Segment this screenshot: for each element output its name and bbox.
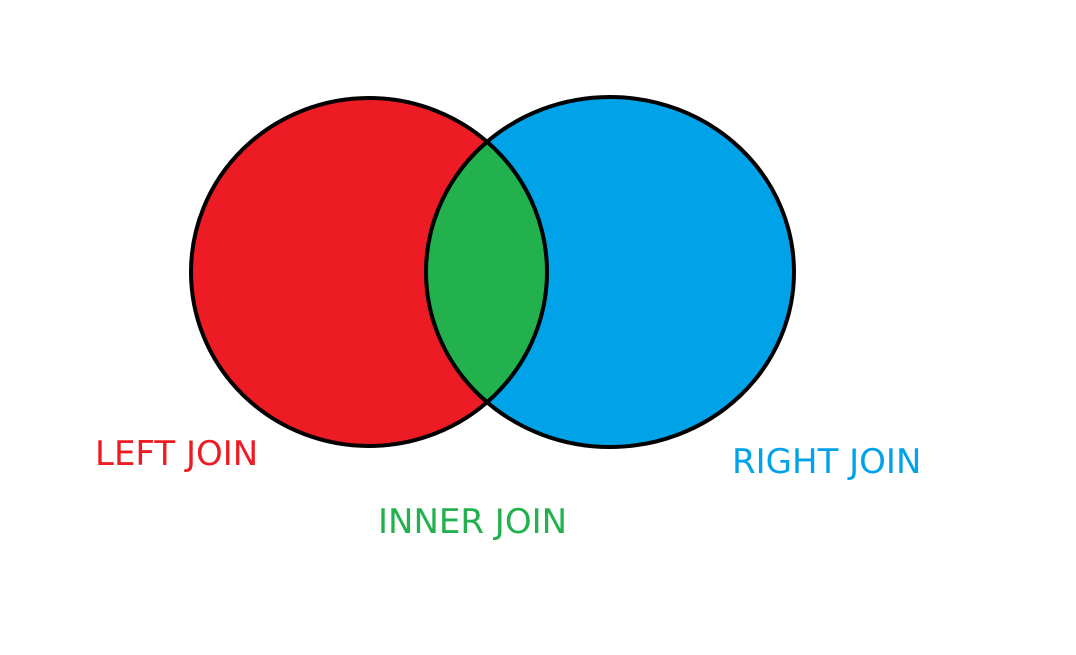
right-circle-outline xyxy=(424,95,796,449)
right-join-label: RIGHT JOIN xyxy=(732,442,922,482)
left-join-label: LEFT JOIN xyxy=(95,434,259,474)
inner-join-intersection xyxy=(426,98,547,446)
inner-join-label: INNER JOIN xyxy=(378,502,568,542)
left-circle-outline xyxy=(189,96,549,448)
